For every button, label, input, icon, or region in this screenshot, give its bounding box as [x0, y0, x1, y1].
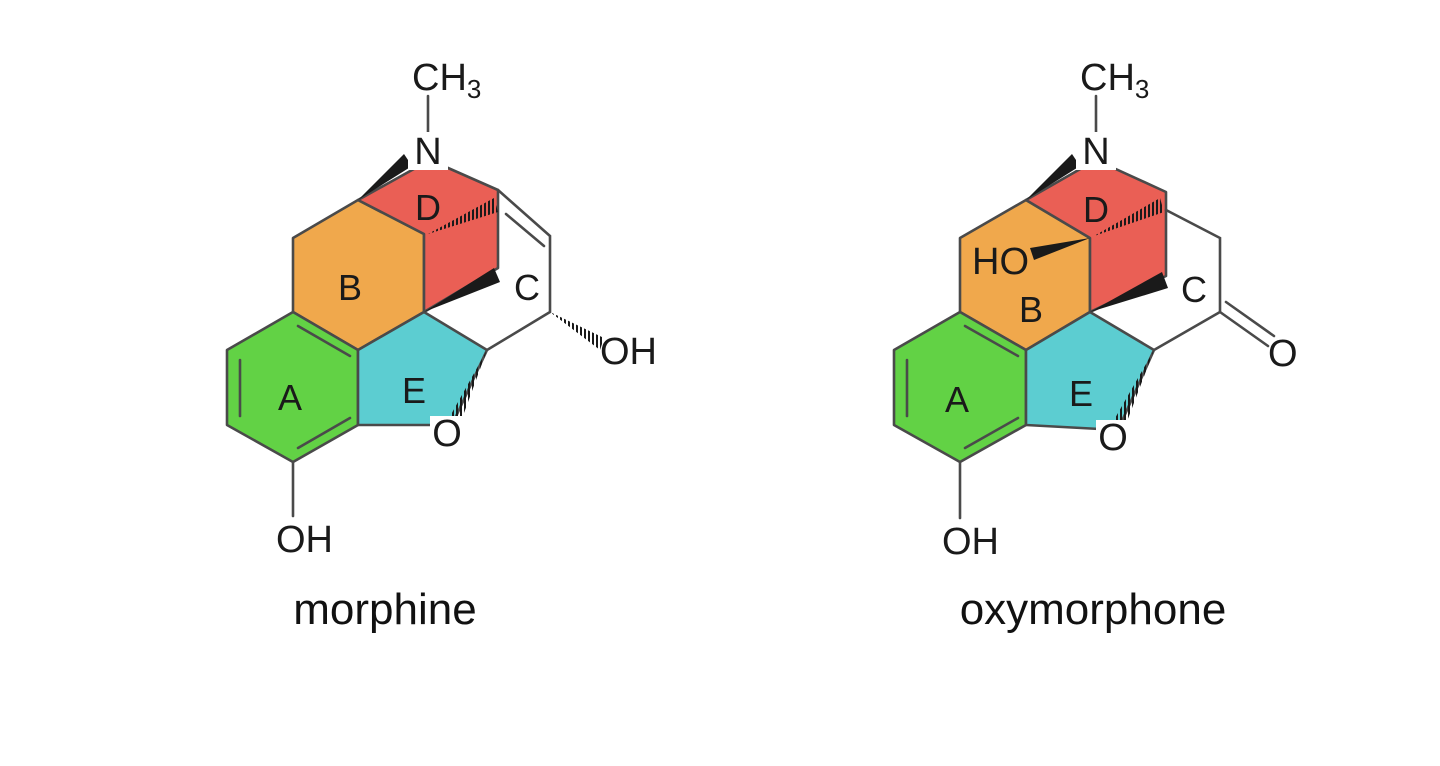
morphine-ring-d-label: D: [415, 187, 441, 228]
oxymorphone-phenol-oh-label: OH: [942, 521, 999, 563]
morphine-phenol-oh-label: OH: [276, 519, 333, 561]
morphine-structure: N CH3 O OH OH A B C D E morphine: [225, 57, 657, 634]
morphine-ring-a-label: A: [278, 377, 302, 418]
morphine-c6-oh-label: OH: [600, 331, 657, 373]
oxymorphone-c14-ho-label: HO: [972, 241, 1029, 283]
oxymorphone-ring-c-label: C: [1181, 269, 1207, 310]
oxymorphone-methyl-label: CH3: [1080, 57, 1149, 104]
morphine-ring-c: [485, 188, 552, 352]
oxymorphone-ring-c: [1152, 208, 1222, 352]
morphine-ring-b-label: B: [338, 267, 362, 308]
morphine-methyl-label: CH3: [412, 57, 481, 104]
oxymorphone-ring-a-label: A: [945, 379, 969, 420]
oxymorphone-ring-d-label: D: [1083, 189, 1109, 230]
oxymorphone-ketone-oxygen-label: O: [1268, 333, 1298, 375]
morphine-ring-e-label: E: [402, 370, 426, 411]
morphine-ring-c-label: C: [514, 267, 540, 308]
oxymorphone-ring-b-label: B: [1019, 289, 1043, 330]
oxymorphone-ring-e-label: E: [1069, 373, 1093, 414]
oxymorphone-bridge-oxygen-label: O: [1098, 417, 1128, 459]
oxymorphone-structure: N CH3 O HO O OH A B C D E oxymorphone: [892, 57, 1298, 634]
morphine-name-label: morphine: [293, 585, 476, 634]
oxymorphone-nitrogen-label: N: [1082, 131, 1109, 173]
oxymorphone-name-label: oxymorphone: [960, 585, 1227, 634]
morphine-bridge-oxygen-label: O: [432, 413, 462, 455]
morphine-nitrogen-label: N: [414, 131, 441, 173]
